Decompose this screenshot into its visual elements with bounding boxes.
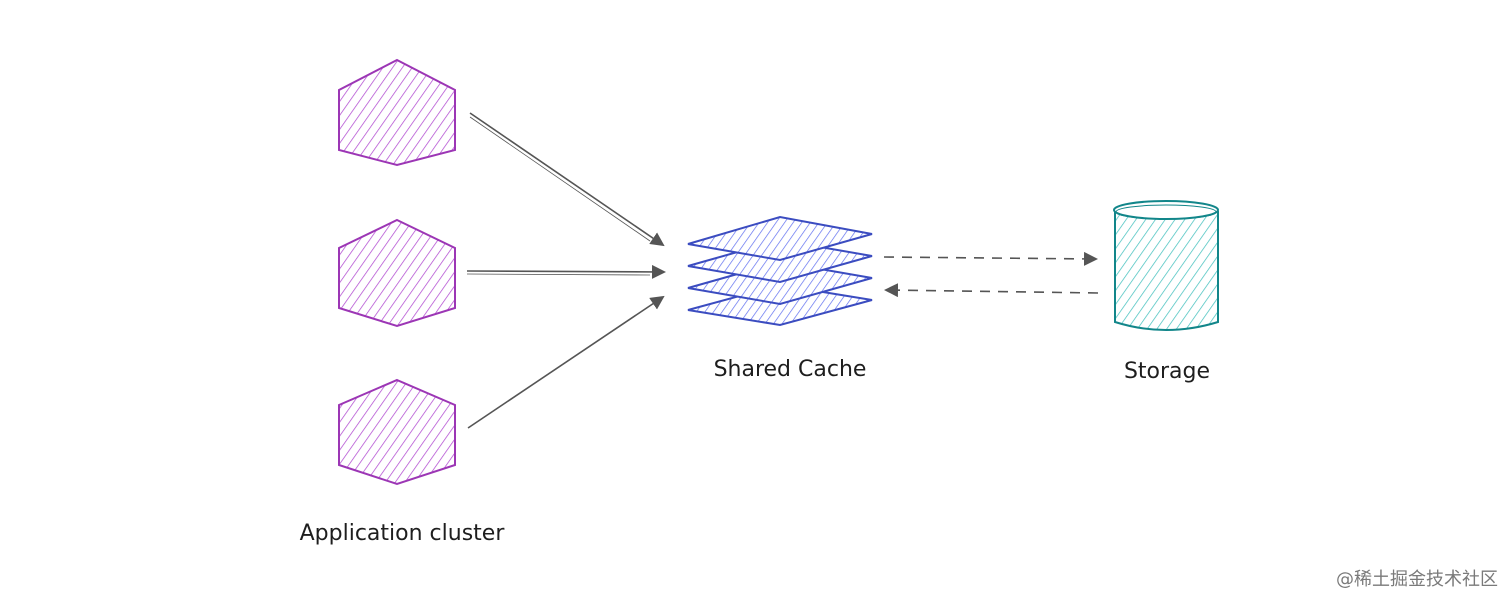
app-node-3 bbox=[338, 378, 456, 486]
cache-to-storage-arrow bbox=[883, 251, 1098, 266]
app-node-1 bbox=[338, 58, 456, 167]
shared-cache-label: Shared Cache bbox=[714, 357, 867, 382]
application-cluster-label: Application cluster bbox=[300, 521, 506, 546]
app-to-cache-arrow-3 bbox=[467, 295, 665, 429]
app-to-cache-arrow-1 bbox=[469, 112, 665, 247]
storage-label: Storage bbox=[1124, 359, 1210, 384]
app-to-cache-arrow-2 bbox=[466, 264, 666, 279]
shared-cache-stack bbox=[687, 215, 873, 327]
storage-to-cache-arrow bbox=[884, 283, 1099, 298]
app-node-2 bbox=[338, 218, 456, 328]
cache-layer-1 bbox=[687, 215, 873, 262]
watermark: @稀土掘金技术社区 bbox=[1336, 569, 1498, 590]
storage-cylinder bbox=[1113, 200, 1219, 331]
